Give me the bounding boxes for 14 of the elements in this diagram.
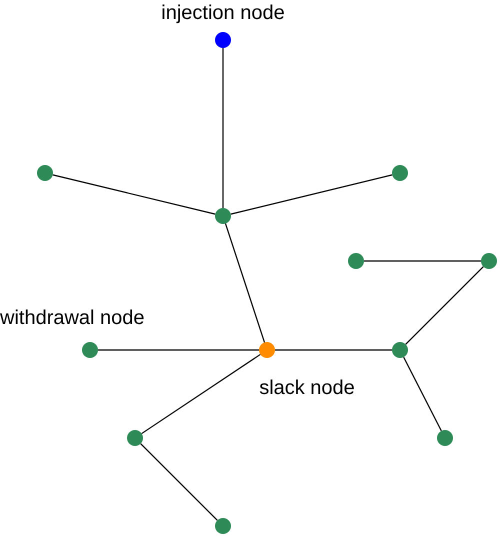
connector-line bbox=[364, 260, 481, 262]
connector-line bbox=[222, 48, 224, 208]
node-caption: slack node bbox=[258, 376, 356, 401]
connector-line bbox=[230, 174, 392, 215]
connector-line bbox=[141, 354, 261, 434]
node-caption: withdrawal node bbox=[0, 306, 146, 331]
connector-line bbox=[403, 356, 442, 432]
connector-line bbox=[52, 174, 216, 215]
connector-line bbox=[275, 349, 392, 351]
connector-line bbox=[405, 266, 484, 345]
connector-line bbox=[140, 443, 218, 521]
node-caption: injection node bbox=[160, 1, 286, 26]
connector-line bbox=[98, 349, 259, 351]
connector-line bbox=[224, 223, 266, 343]
